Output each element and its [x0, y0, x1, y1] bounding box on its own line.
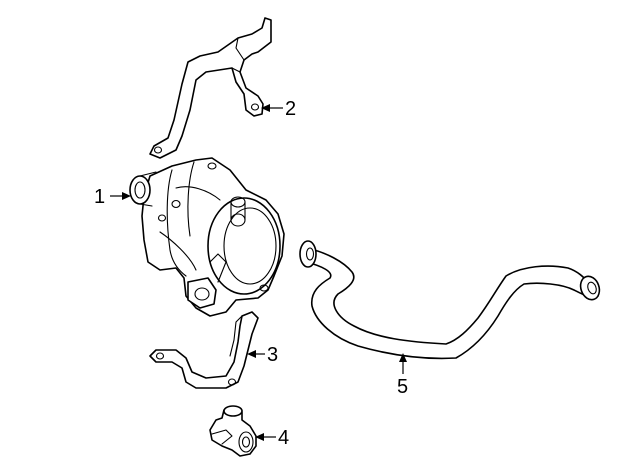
lower-bracket[interactable]: [149, 311, 259, 389]
callout-5: 5: [397, 376, 408, 398]
callout-2: 2: [285, 98, 296, 120]
callout-1: 1: [94, 186, 105, 208]
pump-assembly[interactable]: [129, 157, 285, 317]
valve-fitting[interactable]: [209, 405, 257, 457]
callout-3: 3: [267, 344, 278, 366]
callout-4: 4: [278, 427, 289, 449]
upper-bracket[interactable]: [149, 17, 272, 159]
coolant-hose[interactable]: [299, 240, 603, 360]
callout-leaders: [110, 104, 407, 441]
